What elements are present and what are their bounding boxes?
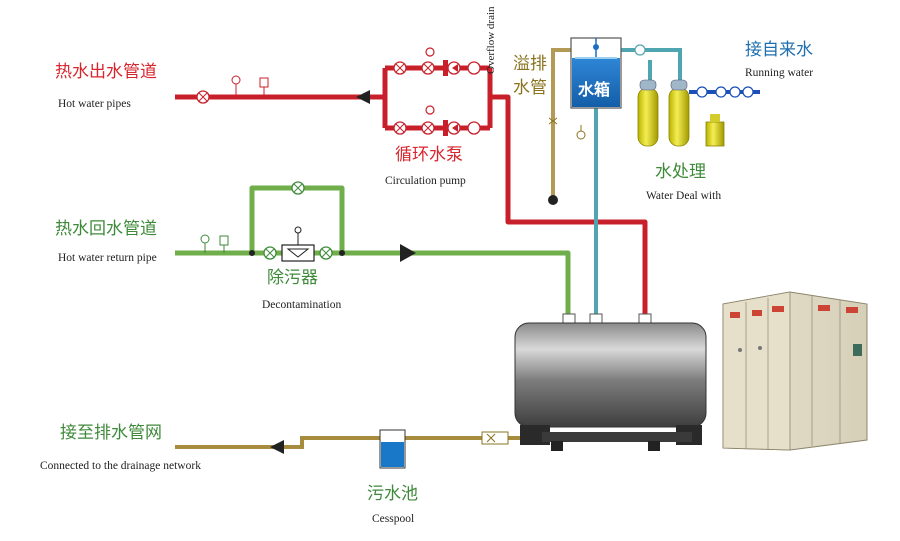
hot-water-outlet-label-cn: 热水出水管道: [55, 62, 157, 82]
drainage-label-en: Connected to the drainage network: [40, 460, 201, 472]
supply-gauges: [231, 75, 269, 97]
water-treatment-label-en: Water Deal with: [646, 190, 722, 202]
overflow-drain-end: [548, 195, 558, 205]
overflow-valve: [548, 117, 558, 125]
circulation-pump-label-cn: 循环水泵: [395, 145, 463, 165]
cesspool-tank: [379, 429, 406, 469]
decontamination-label-cn: 除污器: [267, 268, 318, 288]
decontamination-fittings: [249, 181, 345, 262]
drainage-label-cn: 接至排水管网: [60, 423, 162, 443]
tank-vent: [576, 125, 586, 140]
tap-water-label-cn: 接自来水: [745, 40, 813, 60]
water-treatment-label-cn: 水处理: [655, 162, 706, 182]
overflow-label-en: Overflow drain: [485, 6, 497, 74]
tap-water-label-en: Running water: [745, 67, 814, 79]
hot-water-outlet-label-en: Hot water pipes: [58, 98, 131, 110]
return-gauges: [200, 234, 229, 253]
water-tank: [570, 37, 622, 109]
cesspool-label-cn: 污水池: [367, 484, 418, 504]
overflow-label-cn: 溢排水管: [513, 54, 547, 98]
decontamination-label-en: Decontamination: [262, 299, 342, 311]
overflow-drain-pipe: [551, 48, 572, 200]
drain-flow-arrow: [270, 440, 284, 454]
supply-flow-arrow: [356, 90, 370, 104]
return-flow-arrow: [400, 244, 416, 262]
hot-water-return-label-en: Hot water return pipe: [58, 252, 157, 264]
hot-water-return-label-cn: 热水回水管道: [55, 219, 157, 239]
circulation-pump-label-en: Circulation pump: [385, 175, 466, 187]
running-water-fittings: [696, 86, 754, 98]
control-cabinet: [722, 291, 868, 451]
cesspool-label-en: Cesspool: [372, 513, 415, 525]
circulation-pump-fittings: [196, 47, 481, 136]
drain-valve: [481, 431, 509, 445]
boiler: [514, 313, 707, 451]
water-tank-label: 水箱: [578, 80, 611, 99]
drain-pipe: [175, 436, 520, 449]
